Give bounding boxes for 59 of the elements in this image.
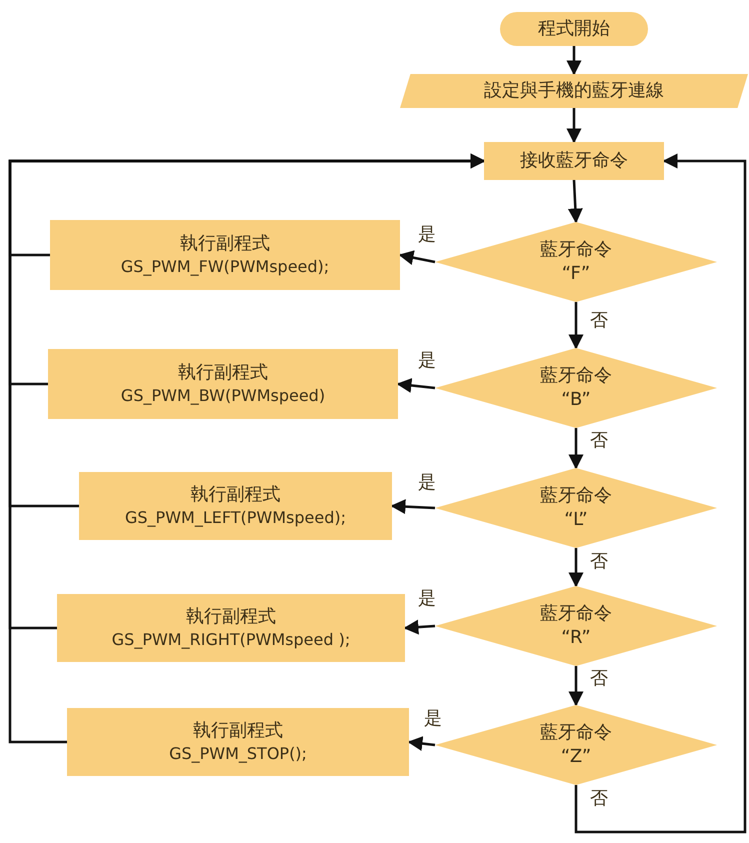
decision-diamond: [435, 586, 717, 666]
node-text: 執行副程式: [178, 361, 268, 386]
node-text: “Z”: [560, 745, 592, 769]
node-text: 藍牙命令: [540, 602, 612, 626]
node-text: “R”: [561, 626, 591, 650]
decision-diamond: [435, 468, 717, 548]
edge-label: 否: [590, 432, 608, 450]
arrow: [408, 736, 436, 751]
edge-label: 否: [590, 553, 608, 571]
edge-label: 否: [590, 790, 608, 808]
input-output-box: [400, 74, 748, 108]
arrow: [568, 302, 584, 350]
arrow: [390, 499, 436, 514]
start-terminal: [500, 12, 648, 46]
arrow: [566, 46, 582, 76]
edge-label: 否: [590, 670, 608, 688]
edge-label: 是: [424, 710, 442, 728]
process-box: [79, 472, 392, 540]
arrow: [398, 250, 436, 265]
node-text: 藍牙命令: [540, 484, 612, 508]
node-text: 藍牙命令: [540, 720, 612, 745]
node-text: 執行副程式: [180, 232, 270, 256]
process-box: [484, 142, 664, 180]
arrow: [568, 180, 583, 224]
node-text: GS_PWM_LEFT(PWMspeed);: [124, 507, 346, 529]
node-text: 程式開始: [538, 16, 610, 41]
edge-label: 否: [590, 312, 608, 330]
arrow: [8, 154, 486, 744]
decision-diamond: [435, 348, 717, 428]
node-text: “L”: [564, 508, 588, 532]
arrow: [568, 548, 584, 588]
process-box: [50, 220, 400, 290]
node-text: GS_PWM_BW(PWMspeed): [120, 385, 326, 407]
arrow: [396, 378, 436, 393]
edge-label: 是: [418, 226, 436, 244]
decision-diamond: [435, 222, 717, 302]
node-text: 接收藍牙命令: [520, 148, 628, 173]
node-text: 執行副程式: [186, 605, 276, 630]
node-text: GS_PWM_FW(PWMspeed);: [120, 256, 330, 278]
process-box: [48, 349, 398, 419]
node-text: 執行副程式: [193, 719, 283, 744]
edge-label: 是: [418, 474, 436, 492]
node-text: 藍牙命令: [540, 238, 612, 262]
node-text: 藍牙命令: [540, 364, 612, 388]
arrow: [568, 428, 584, 470]
process-box: [67, 708, 409, 776]
node-text: 設定與手機的藍牙連線: [484, 78, 664, 103]
node-text: GS_PWM_STOP();: [169, 743, 307, 765]
arrow: [566, 108, 582, 144]
node-text: GS_PWM_RIGHT(PWMspeed );: [112, 629, 350, 651]
node-text: 執行副程式: [190, 483, 280, 508]
edge-label: 是: [418, 352, 436, 370]
edge-label: 是: [418, 590, 436, 608]
arrow: [404, 620, 436, 635]
node-text: “B”: [561, 388, 591, 412]
arrow: [574, 154, 746, 834]
process-box: [57, 594, 405, 662]
arrow: [568, 666, 584, 706]
node-text: “F”: [562, 262, 590, 286]
